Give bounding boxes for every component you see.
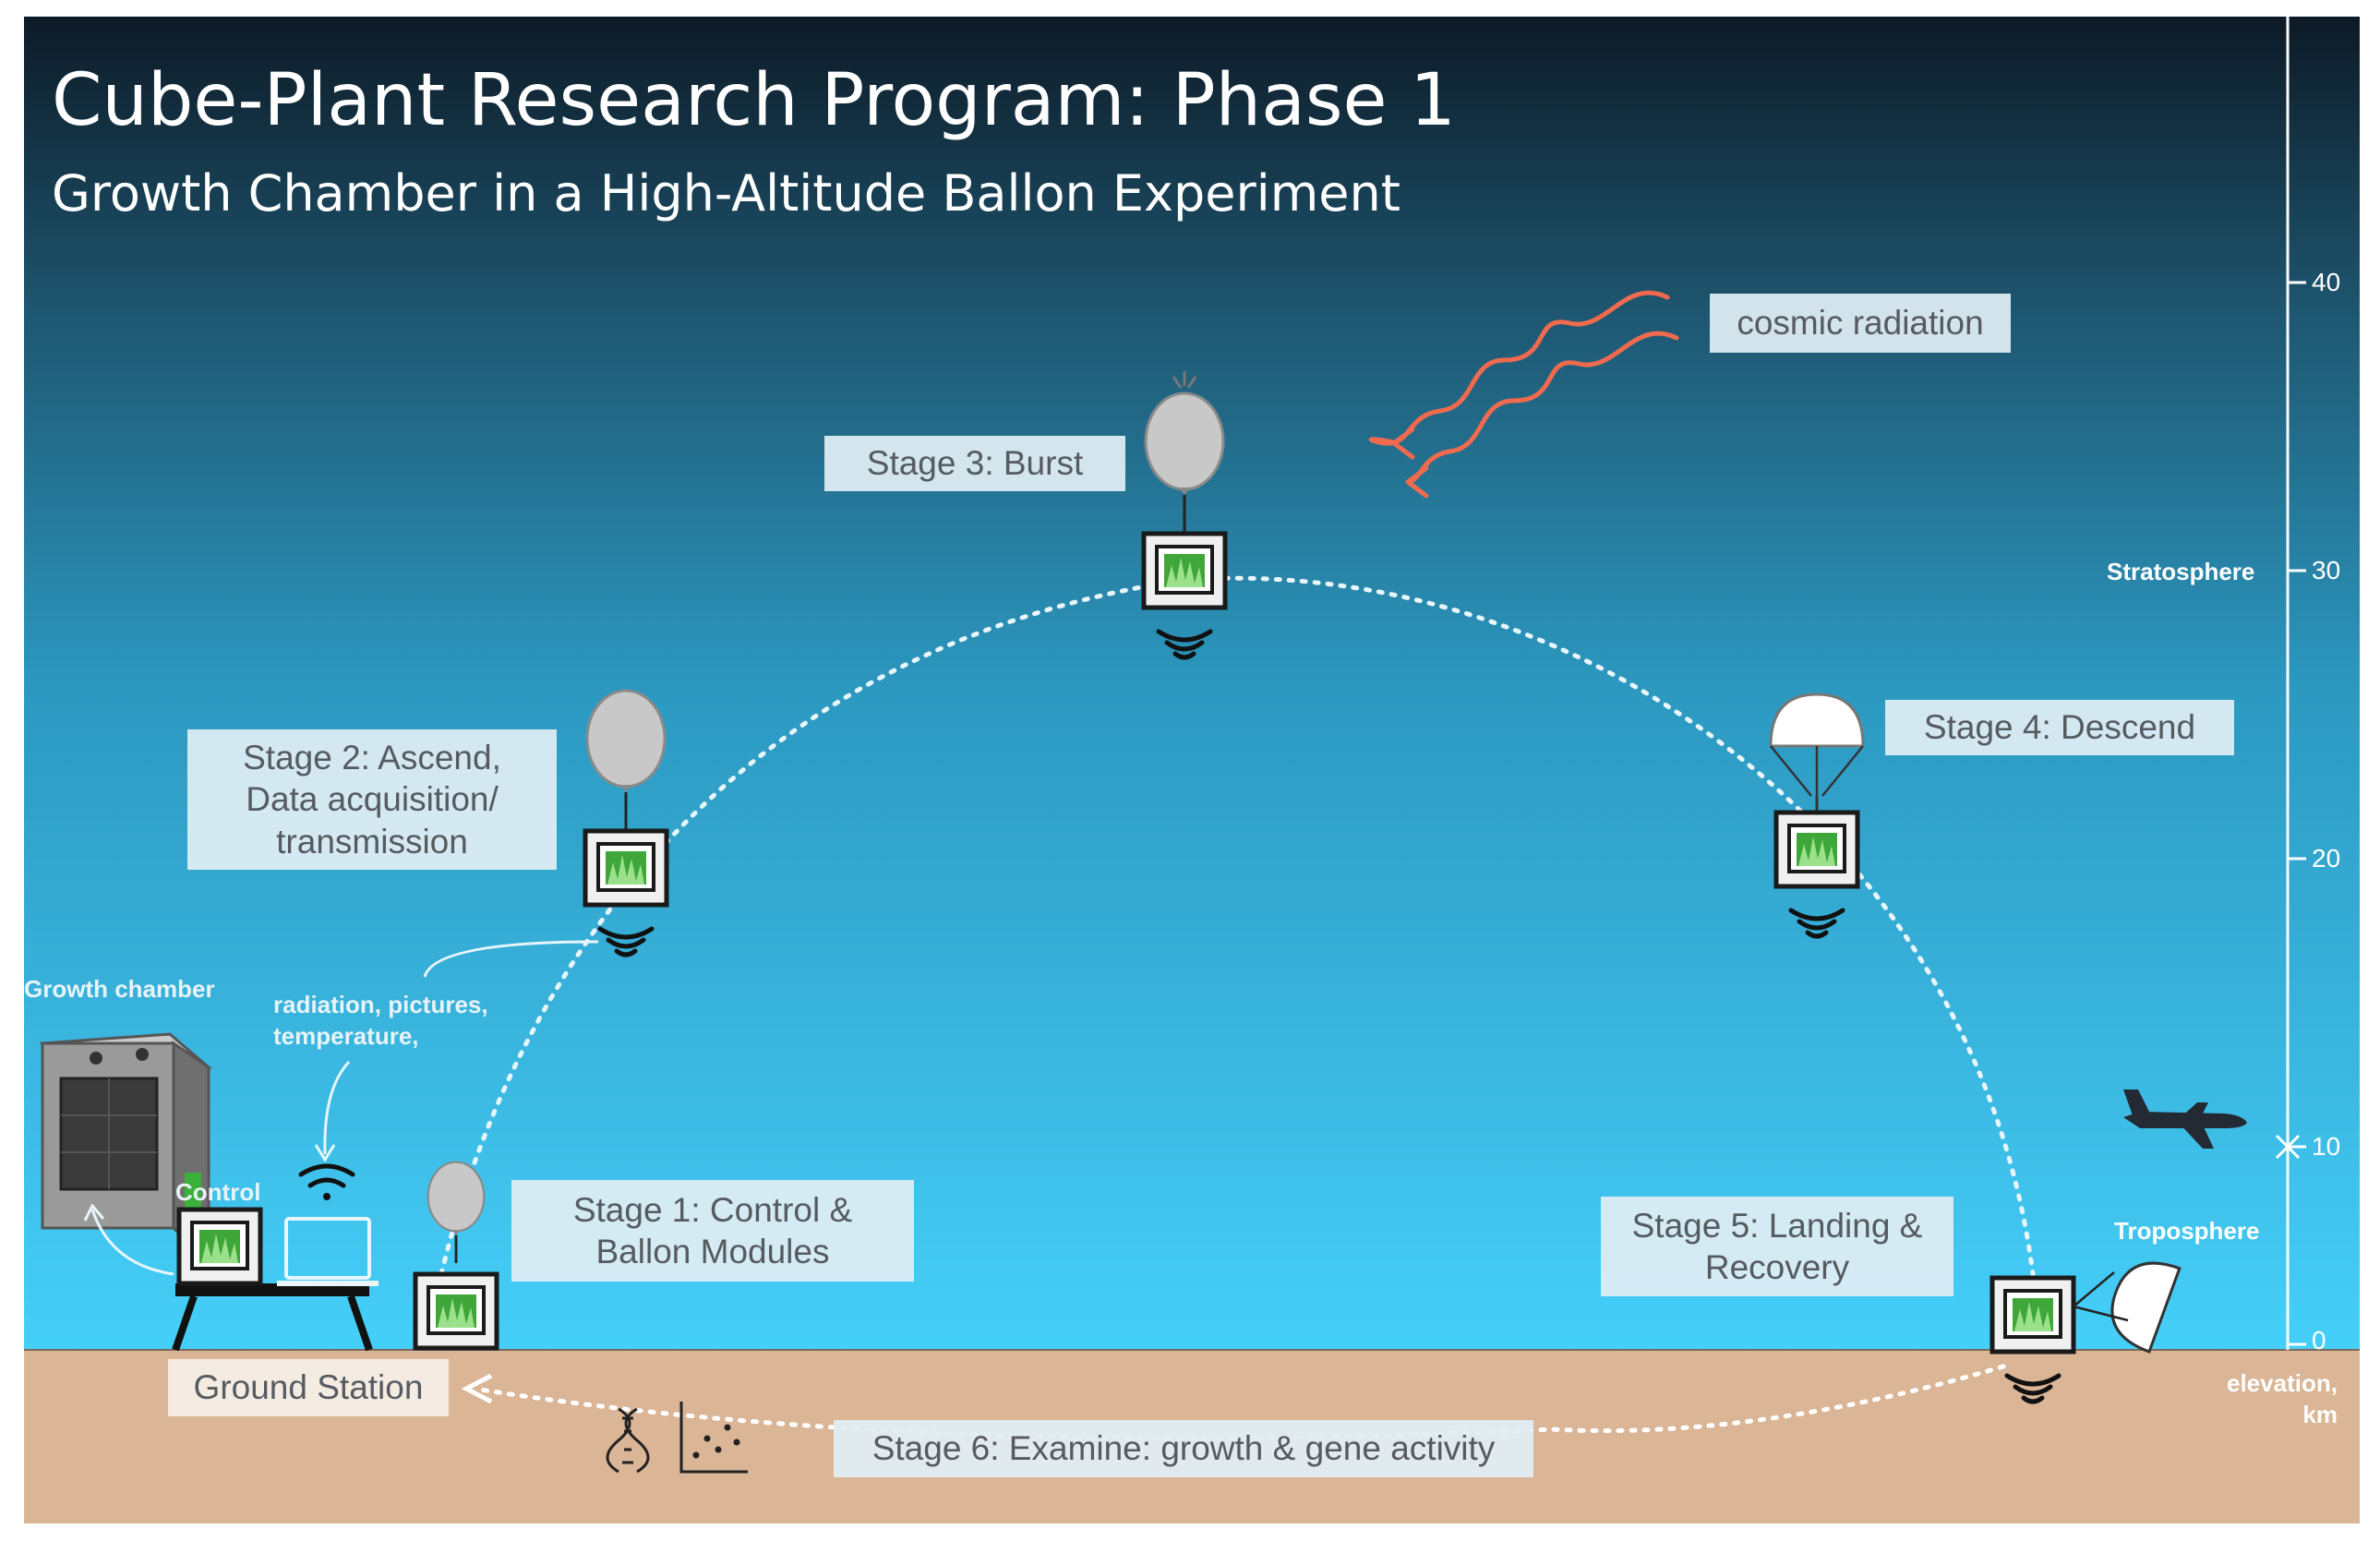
- stage-4-label: Stage 4: Descend: [1885, 700, 2234, 755]
- page-title: Cube-Plant Research Program: Phase 1: [52, 59, 1456, 142]
- parachute-icon: [1769, 692, 1865, 822]
- radiation-wave-icon: [1368, 290, 1679, 499]
- growth-chamber-icon: [39, 1032, 212, 1269]
- parachute-icon: [2110, 1261, 2182, 1354]
- growth-chamber-label: Growth chamber: [24, 975, 215, 1003]
- wifi-icon: [298, 1163, 355, 1200]
- cube-module-icon: [1776, 813, 1857, 886]
- tick-10: 10: [2312, 1132, 2341, 1161]
- airplane-icon: [2123, 1090, 2247, 1149]
- troposphere-label: Troposphere: [2114, 1217, 2260, 1245]
- stage-2-label: Stage 2: Ascend,Data acquisition/transmi…: [187, 729, 557, 870]
- dna-icon: [606, 1407, 650, 1474]
- elevation-unit-label: elevation, km: [2227, 1369, 2338, 1428]
- data-arrow-down: [323, 1060, 351, 1155]
- altitude-scale: [2275, 17, 2306, 1350]
- tick-30: 30: [2312, 556, 2341, 584]
- cosmic-radiation-label: cosmic radiation: [1710, 294, 2011, 353]
- ground-station-table: [172, 1283, 373, 1352]
- balloon-icon: [427, 1161, 486, 1263]
- cube-module-icon: [179, 1210, 260, 1283]
- cube-module-icon: [585, 831, 667, 905]
- chamber-arrow: [90, 1209, 174, 1276]
- cube-module-icon: [415, 1274, 497, 1348]
- cube-module-icon: [1144, 534, 1225, 608]
- stratosphere-label: Stratosphere: [2107, 558, 2255, 585]
- laptop-icon: [277, 1217, 379, 1286]
- balloon-icon: [585, 689, 667, 831]
- stage-6-label: Stage 6: Examine: growth & gene activity: [834, 1420, 1533, 1477]
- scatter-plot-icon: [679, 1402, 748, 1474]
- data-arrow: [423, 940, 599, 978]
- return-arrowhead: [461, 1373, 493, 1404]
- stage-1-label: Stage 1: Control &Ballon Modules: [511, 1180, 914, 1282]
- page-subtitle: Growth Chamber in a High-Altitude Ballon…: [52, 164, 1400, 223]
- tick-0: 0: [2312, 1326, 2326, 1354]
- control-label: Control: [175, 1178, 261, 1206]
- data-sent-label: radiation, pictures, temperature,: [273, 991, 488, 1050]
- stage-5-label: Stage 5: Landing &Recovery: [1601, 1197, 1953, 1296]
- stage-3-label: Stage 3: Burst: [824, 436, 1125, 491]
- tick-20: 20: [2312, 844, 2341, 873]
- tick-40: 40: [2312, 268, 2341, 296]
- cube-module-icon: [1992, 1278, 2073, 1352]
- ground-station-label: Ground Station: [168, 1359, 449, 1416]
